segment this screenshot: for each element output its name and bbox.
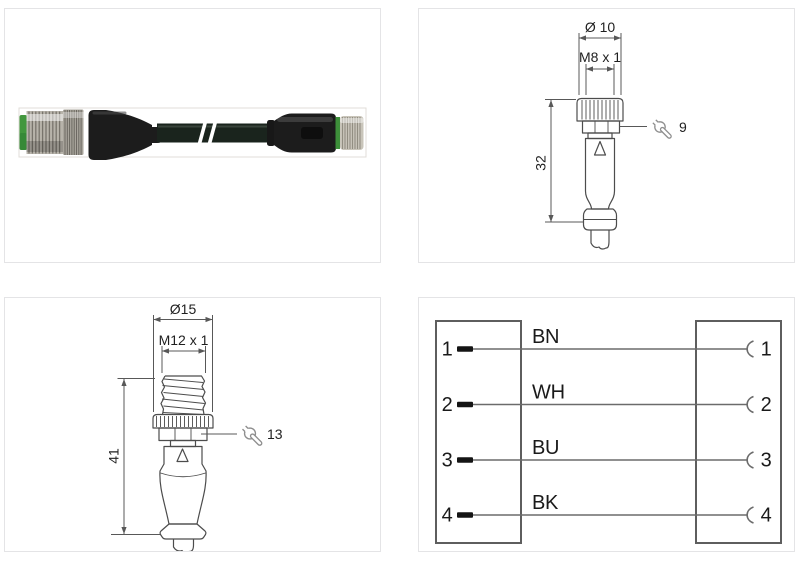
left-pin-number: 1 — [442, 339, 453, 361]
cable-break-marks — [196, 115, 219, 150]
photo-m8-female-connector — [267, 113, 364, 153]
wiring-row-3: 3 BU 3 — [442, 437, 772, 472]
panel-product-photo — [4, 8, 381, 263]
pin-contact — [457, 457, 473, 463]
m8-wrench-size-label: 9 — [679, 119, 687, 135]
socket-contact — [746, 506, 754, 524]
socket-contact — [746, 451, 754, 469]
m12-diameter-label: Ø15 — [170, 301, 197, 317]
wiring-left-connector-box — [435, 320, 522, 544]
m12-thread-profile — [160, 375, 207, 415]
m8-connector-outline — [576, 97, 624, 250]
cable-product-photo — [18, 107, 367, 160]
left-pin-number: 4 — [442, 505, 453, 527]
m12-wrench-size-label: 13 — [267, 426, 283, 442]
right-pin-number: 1 — [761, 339, 772, 361]
wiring-diagram: 1 BN 1 2 WH 2 3 BU — [435, 320, 782, 544]
wiring-row-2: 2 WH 2 — [442, 382, 772, 417]
m12-thread-dimension: M12 x 1 — [159, 332, 209, 373]
m12-length-label: 41 — [106, 448, 122, 464]
photo-cable — [157, 115, 270, 150]
nut-knurl-ridges — [341, 117, 361, 149]
wiring-right-connector-box — [695, 320, 782, 544]
right-pin-number: 3 — [761, 450, 772, 472]
m8-length-label: 32 — [533, 155, 549, 171]
panel-m8-drawing: Ø 10 M8 x 1 — [418, 8, 795, 263]
wire-color-label: BN — [532, 326, 559, 348]
wiring-row-1: 1 BN 1 — [442, 326, 772, 361]
m8-diameter-label: Ø 10 — [585, 19, 616, 35]
left-pin-number: 2 — [442, 394, 453, 416]
thread-ridges — [28, 111, 61, 154]
socket-contact — [746, 340, 754, 358]
pin-contact — [457, 401, 473, 408]
m12-diameter-dimension: Ø15 — [153, 301, 213, 412]
knurl-ridges — [64, 110, 82, 155]
m12-body-molding — [88, 110, 162, 160]
m12-orientation-mark — [176, 448, 189, 463]
m8-diameter-dimension: Ø 10 — [578, 19, 622, 95]
right-pin-number: 2 — [761, 394, 772, 416]
pin-contact — [457, 346, 473, 352]
m8-connector-drawing: Ø 10 M8 x 1 — [533, 19, 687, 250]
wrench-icon — [242, 425, 263, 446]
m8-thread-dimension: M8 x 1 — [579, 49, 621, 95]
wire-color-label: BK — [532, 492, 559, 514]
m12-thread-lines — [161, 378, 205, 415]
m12-length-dimension: 41 — [106, 378, 160, 535]
wrench-icon — [652, 119, 672, 139]
m12-knurl-hatch — [156, 416, 209, 427]
pin-contact — [457, 512, 473, 518]
wire-color-label: BU — [532, 437, 559, 459]
m8-orientation-mark — [593, 140, 607, 156]
socket-contact — [746, 395, 754, 414]
right-pin-number: 4 — [761, 505, 772, 527]
wire-color-label: WH — [532, 382, 565, 404]
m12-connector-drawing: Ø15 M12 x 1 — [106, 301, 283, 551]
photo-m12-male-connector — [19, 109, 162, 160]
panel-wiring-diagram: 1 BN 1 2 WH 2 3 BU — [418, 297, 795, 552]
m8-length-dimension: 32 — [533, 99, 583, 223]
m12-thread-label: M12 x 1 — [159, 332, 209, 348]
m8-thread-label: M8 x 1 — [579, 49, 621, 65]
m8-knurl-hatch — [581, 100, 619, 120]
left-pin-number: 3 — [442, 450, 453, 472]
m8-wrench-callout: 9 — [619, 119, 687, 139]
panel-m12-drawing: Ø15 M12 x 1 — [4, 297, 381, 552]
wiring-row-4: 4 BK 4 — [442, 492, 772, 527]
m12-connector-outline — [152, 375, 214, 551]
m12-wrench-callout: 13 — [201, 425, 283, 446]
